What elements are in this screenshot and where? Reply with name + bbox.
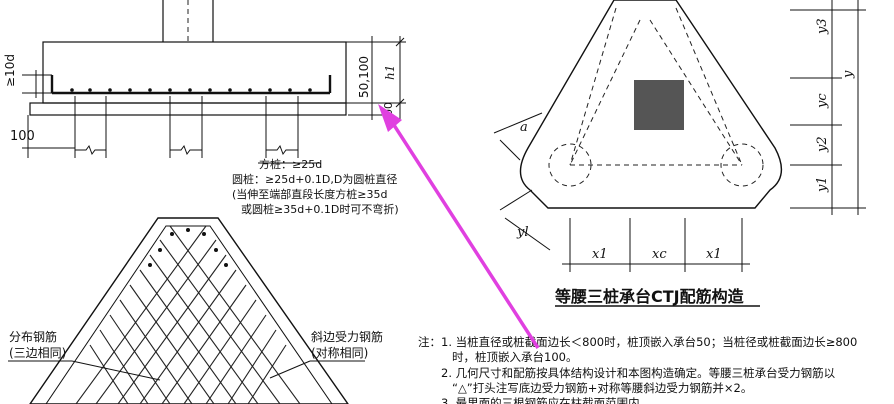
- dim-a: a: [520, 120, 528, 135]
- cap-elevation: ≥10d 100 50,100 h1 00 方桩：≥25d 圆桩：≥25d+0.…: [3, 0, 406, 216]
- dim-y1: y1: [815, 176, 830, 193]
- cap-plan: x1 xc x1 y3 y yc y2 y1 a yl: [493, 0, 866, 272]
- pile-left: [74, 96, 107, 158]
- note-1a: 1. 当桩直径或桩截面边长＜800时，桩顶嵌入承台50；当桩径或桩截面边长≥80…: [441, 335, 857, 349]
- rebar-mesh: [75, 225, 301, 404]
- dim-100: 100: [10, 129, 35, 144]
- pile-right: [265, 96, 299, 158]
- edge-rebar-label: 斜边受力钢筋: [311, 329, 383, 344]
- anchor-note-4: 或圆桩≥35d+0.1D时可不弯折): [241, 202, 399, 216]
- dim-h1: h1: [383, 65, 397, 80]
- anchor-note-3: (当伸至端部直段长度方桩≥35d: [232, 187, 388, 201]
- distribution-rebar-label: 分布钢筋: [9, 329, 57, 344]
- anchor-note-1: 方桩：≥25d: [259, 157, 322, 171]
- anchor-note-2: 圆桩：≥25d+0.1D,D为圆桩直径: [232, 172, 397, 186]
- column-section: [634, 80, 684, 130]
- plan-title: 等腰三桩承台CTJ配筋构造: [554, 287, 745, 306]
- dim-50-100: 50,100: [357, 56, 371, 98]
- distribution-rebar-sublabel: (三边相同): [9, 346, 66, 360]
- note-2a: 2. 几何尺寸和配筋按具体结构设计和本图构造确定。等腰三桩承台受力钢筋以: [441, 366, 836, 380]
- note-1b: 时，桩顶嵌入承台100。: [452, 350, 577, 364]
- pile-middle: [169, 96, 203, 158]
- pointer-arrow: [378, 104, 540, 349]
- dim-x1-right: x1: [706, 247, 722, 262]
- dim-y2: y2: [815, 136, 830, 153]
- notes-prefix: 注：: [418, 335, 441, 349]
- dim-y3: y3: [815, 18, 830, 35]
- rebar-dots: [70, 88, 312, 92]
- rebar-triangle: [8, 217, 365, 404]
- edge-rebar-sublabel: (对称相同): [311, 346, 368, 360]
- dim-x1-left: x1: [592, 247, 608, 262]
- rebar-ticks: [148, 228, 228, 267]
- notes: 注： 1. 当桩直径或桩截面边长＜800时，桩顶嵌入承台50；当桩径或桩截面边长…: [418, 335, 857, 404]
- dim-yc: yc: [815, 93, 830, 109]
- dim-xc: xc: [652, 247, 667, 262]
- note-2b: “△”打头注写底边受力钢筋+对称等腰斜边受力钢筋并×2。: [452, 381, 752, 395]
- note-3: 3. 最里面的三根钢筋应在柱截面范围内。: [441, 396, 651, 404]
- dim-yl: yl: [516, 225, 529, 240]
- dim-y: y: [841, 70, 856, 79]
- dim-10d: ≥10d: [3, 54, 17, 87]
